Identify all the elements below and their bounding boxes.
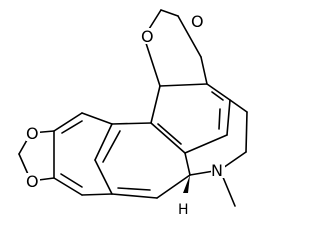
o1-bg (141, 28, 155, 44)
bond-lines (18, 9, 248, 207)
hydrogen-label: H (178, 202, 189, 218)
oxygen-2-label: O (191, 12, 204, 31)
oxygen-1-label: O (141, 27, 154, 46)
atom-labels: O O O O N H (26, 12, 225, 218)
stereo-wedge (183, 175, 190, 193)
oxygen-3-label: O (26, 124, 39, 143)
nitrogen-label: N (211, 161, 223, 180)
n-bg (211, 162, 225, 178)
structure-canvas: O O O O N H (18, 9, 248, 218)
molecule-structure: O O O O N H (18, 9, 248, 218)
oxygen-4-label: O (26, 172, 39, 191)
o2-bg (191, 13, 205, 29)
o4-bg (26, 173, 40, 189)
o3-bg (26, 125, 40, 141)
